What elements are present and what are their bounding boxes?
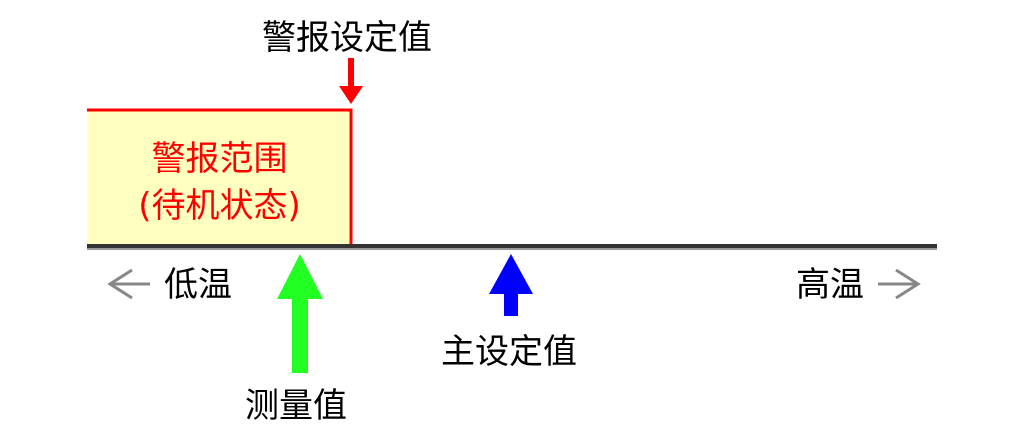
arrow-right-icon (878, 268, 921, 300)
alarm-state-label: (待机状态) (138, 186, 301, 226)
main-setpoint-arrow-icon (489, 254, 533, 316)
low-temp-label: 低温 (164, 265, 232, 305)
temperature-axis-line (87, 244, 937, 248)
measured-value-arrow-icon (277, 254, 323, 373)
main-setpoint-label: 主设定值 (441, 332, 577, 372)
arrow-left-icon (107, 268, 150, 300)
alarm-setpoint-arrow-icon (339, 58, 363, 104)
temperature-axis-shadow (87, 248, 937, 250)
alarm-range-label: 警报范围 (151, 139, 288, 179)
measured-value-label: 测量值 (245, 386, 347, 426)
alarm-range-box (87, 110, 351, 246)
alarm-setpoint-label: 警报设定值 (262, 18, 432, 58)
alarm-range-border (87, 108, 353, 246)
high-temp-label: 高温 (796, 265, 864, 305)
